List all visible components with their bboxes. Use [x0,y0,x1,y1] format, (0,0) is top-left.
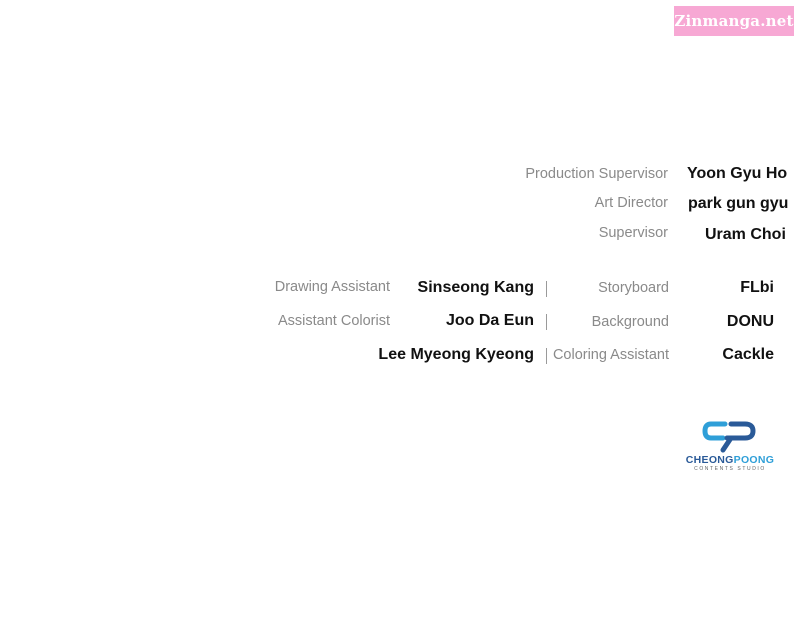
studio-logo-name: CHEONGPOONG [678,454,782,466]
studio-logo-name-part2: POONG [733,454,775,466]
name-background: DONU [726,313,774,330]
studio-logo: CHEONGPOONG CONTENTS STUDIO [678,418,782,480]
name-assistant-colorist-2: Lee Myeong Kyeong [378,346,534,363]
column-separator [546,281,547,297]
role-art-director: Art Director [594,195,668,211]
role-drawing-assistant: Drawing Assistant [274,279,390,295]
studio-logo-icon [702,421,756,453]
name-production-supervisor: Yoon Gyu Ho [687,165,788,182]
role-storyboard: Storyboard [598,280,669,296]
name-coloring-assistant: Cackle [722,346,774,363]
role-background: Background [591,314,669,330]
studio-logo-subtitle: CONTENTS STUDIO [694,466,766,472]
role-coloring-assistant: Coloring Assistant [552,347,669,363]
name-assistant-colorist: Joo Da Eun [445,312,534,329]
name-supervisor: Uram Choi [705,226,786,243]
name-drawing-assistant: Sinseong Kang [417,279,534,296]
watermark: Zinmanga.net [674,6,794,36]
name-storyboard: FLbi [740,279,774,296]
role-supervisor: Supervisor [598,225,668,241]
column-separator [546,314,547,330]
studio-logo-name-part1: CHEONG [685,454,734,466]
name-art-director: park gun gyu [688,195,789,212]
role-assistant-colorist: Assistant Colorist [277,313,390,329]
role-production-supervisor: Production Supervisor [525,166,668,182]
column-separator [546,348,547,364]
